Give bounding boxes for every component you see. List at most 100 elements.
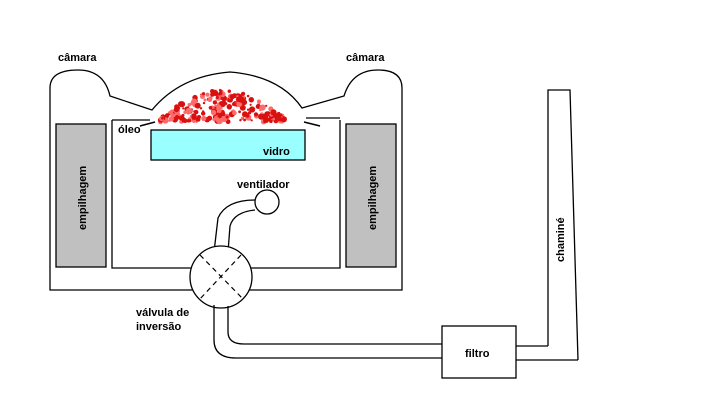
flame-particle	[202, 101, 206, 105]
flame-particle	[249, 106, 256, 113]
label-vidro: vidro	[263, 146, 290, 158]
flame-particle	[241, 91, 246, 96]
fan	[254, 189, 280, 215]
oil-injector-right	[303, 121, 321, 127]
flame-particle	[178, 113, 181, 117]
flame-particle	[249, 103, 252, 106]
flue-duct	[213, 305, 442, 359]
flame-particle	[182, 107, 185, 110]
flame-particle	[278, 117, 284, 122]
flame-particle	[215, 117, 220, 123]
flame-particle	[236, 101, 243, 108]
flame-particle	[219, 101, 224, 106]
flame-particle	[218, 91, 223, 96]
flame-particle	[265, 104, 268, 107]
flame-particle	[226, 104, 232, 110]
label-chamine: chaminé	[555, 217, 567, 262]
flame	[157, 88, 287, 125]
flame-particle	[217, 108, 222, 114]
flame-particle	[197, 115, 201, 119]
flame-particle	[186, 119, 191, 123]
flame-particle	[220, 112, 226, 117]
chimney	[547, 89, 579, 361]
flame-particle	[246, 94, 250, 98]
flame-particle	[238, 110, 242, 114]
filter-box	[441, 325, 517, 379]
flame-particle	[205, 92, 210, 97]
flame-particle	[248, 97, 254, 103]
flame-particle	[232, 110, 237, 116]
flame-particle	[199, 107, 203, 110]
flame-particle	[229, 94, 235, 100]
flame-particle	[201, 115, 207, 122]
label-filtro: filtro	[465, 348, 490, 360]
flame-particle	[268, 108, 272, 111]
flame-particle	[168, 116, 174, 122]
flame-particle	[253, 112, 259, 117]
flame-particle	[201, 111, 206, 116]
flame-particle	[250, 119, 253, 122]
label-ventilador: ventilador	[237, 179, 290, 191]
flame-particle	[178, 101, 184, 107]
flame-particle	[272, 117, 276, 121]
flame-particle	[218, 88, 222, 92]
flame-particle	[270, 109, 277, 116]
flame-particle	[185, 107, 193, 115]
valve-divider	[199, 254, 245, 301]
label-valvula-line1: válvula de	[136, 307, 189, 319]
flame-particle	[203, 98, 207, 102]
flame-particle	[191, 114, 197, 120]
flame-particle	[210, 109, 217, 116]
oil-injector-left	[139, 121, 156, 127]
flame-particle	[191, 98, 198, 105]
flame-particle	[168, 111, 171, 114]
flame-particle	[207, 115, 213, 121]
glass-bath	[150, 129, 306, 161]
flame-particle	[239, 119, 242, 122]
flame-particle	[182, 118, 188, 123]
label-empilhagem-left: empilhagem	[77, 166, 89, 230]
flame-particle	[173, 106, 180, 113]
flame-particle	[207, 97, 213, 102]
chimney-duct	[516, 345, 578, 361]
flame-particle	[243, 118, 247, 122]
flame-particle	[259, 104, 266, 111]
flame-particle	[192, 119, 196, 123]
flame-particle	[263, 117, 270, 123]
flame-particle	[264, 111, 270, 117]
flame-particle	[238, 96, 245, 103]
fan-duct	[213, 199, 256, 253]
flame-particle	[217, 113, 222, 119]
label-camara-left: câmara	[58, 52, 97, 64]
flame-particle	[227, 89, 231, 93]
flame-particle	[232, 103, 235, 106]
furnace-outer-wall	[49, 69, 403, 291]
regenerator-stack-left	[55, 123, 107, 268]
flame-particle	[187, 103, 192, 107]
flame-particle	[257, 99, 261, 104]
flame-particle	[210, 89, 215, 94]
flame-particle	[245, 113, 250, 118]
flame-particle	[194, 102, 201, 109]
label-valvula-line2: inversão	[136, 321, 182, 333]
flame-particle	[258, 113, 265, 120]
label-oleo: óleo	[118, 124, 141, 136]
flame-particle	[225, 115, 229, 119]
flame-particle	[214, 106, 217, 109]
flame-particle	[212, 100, 218, 105]
flame-particle	[246, 108, 250, 111]
flame-particle	[201, 92, 206, 96]
valve-divider-2	[198, 254, 242, 301]
flame-particle	[212, 118, 216, 121]
flame-particle	[161, 116, 164, 120]
flame-particle	[216, 104, 222, 110]
flame-particle	[240, 116, 244, 120]
flame-particle	[215, 96, 219, 99]
flame-particle	[208, 106, 213, 110]
label-camara-right: câmara	[346, 52, 385, 64]
regenerator-stack-right	[345, 123, 397, 268]
flame-particle	[276, 113, 282, 119]
label-empilhagem-right: empilhagem	[367, 166, 379, 230]
